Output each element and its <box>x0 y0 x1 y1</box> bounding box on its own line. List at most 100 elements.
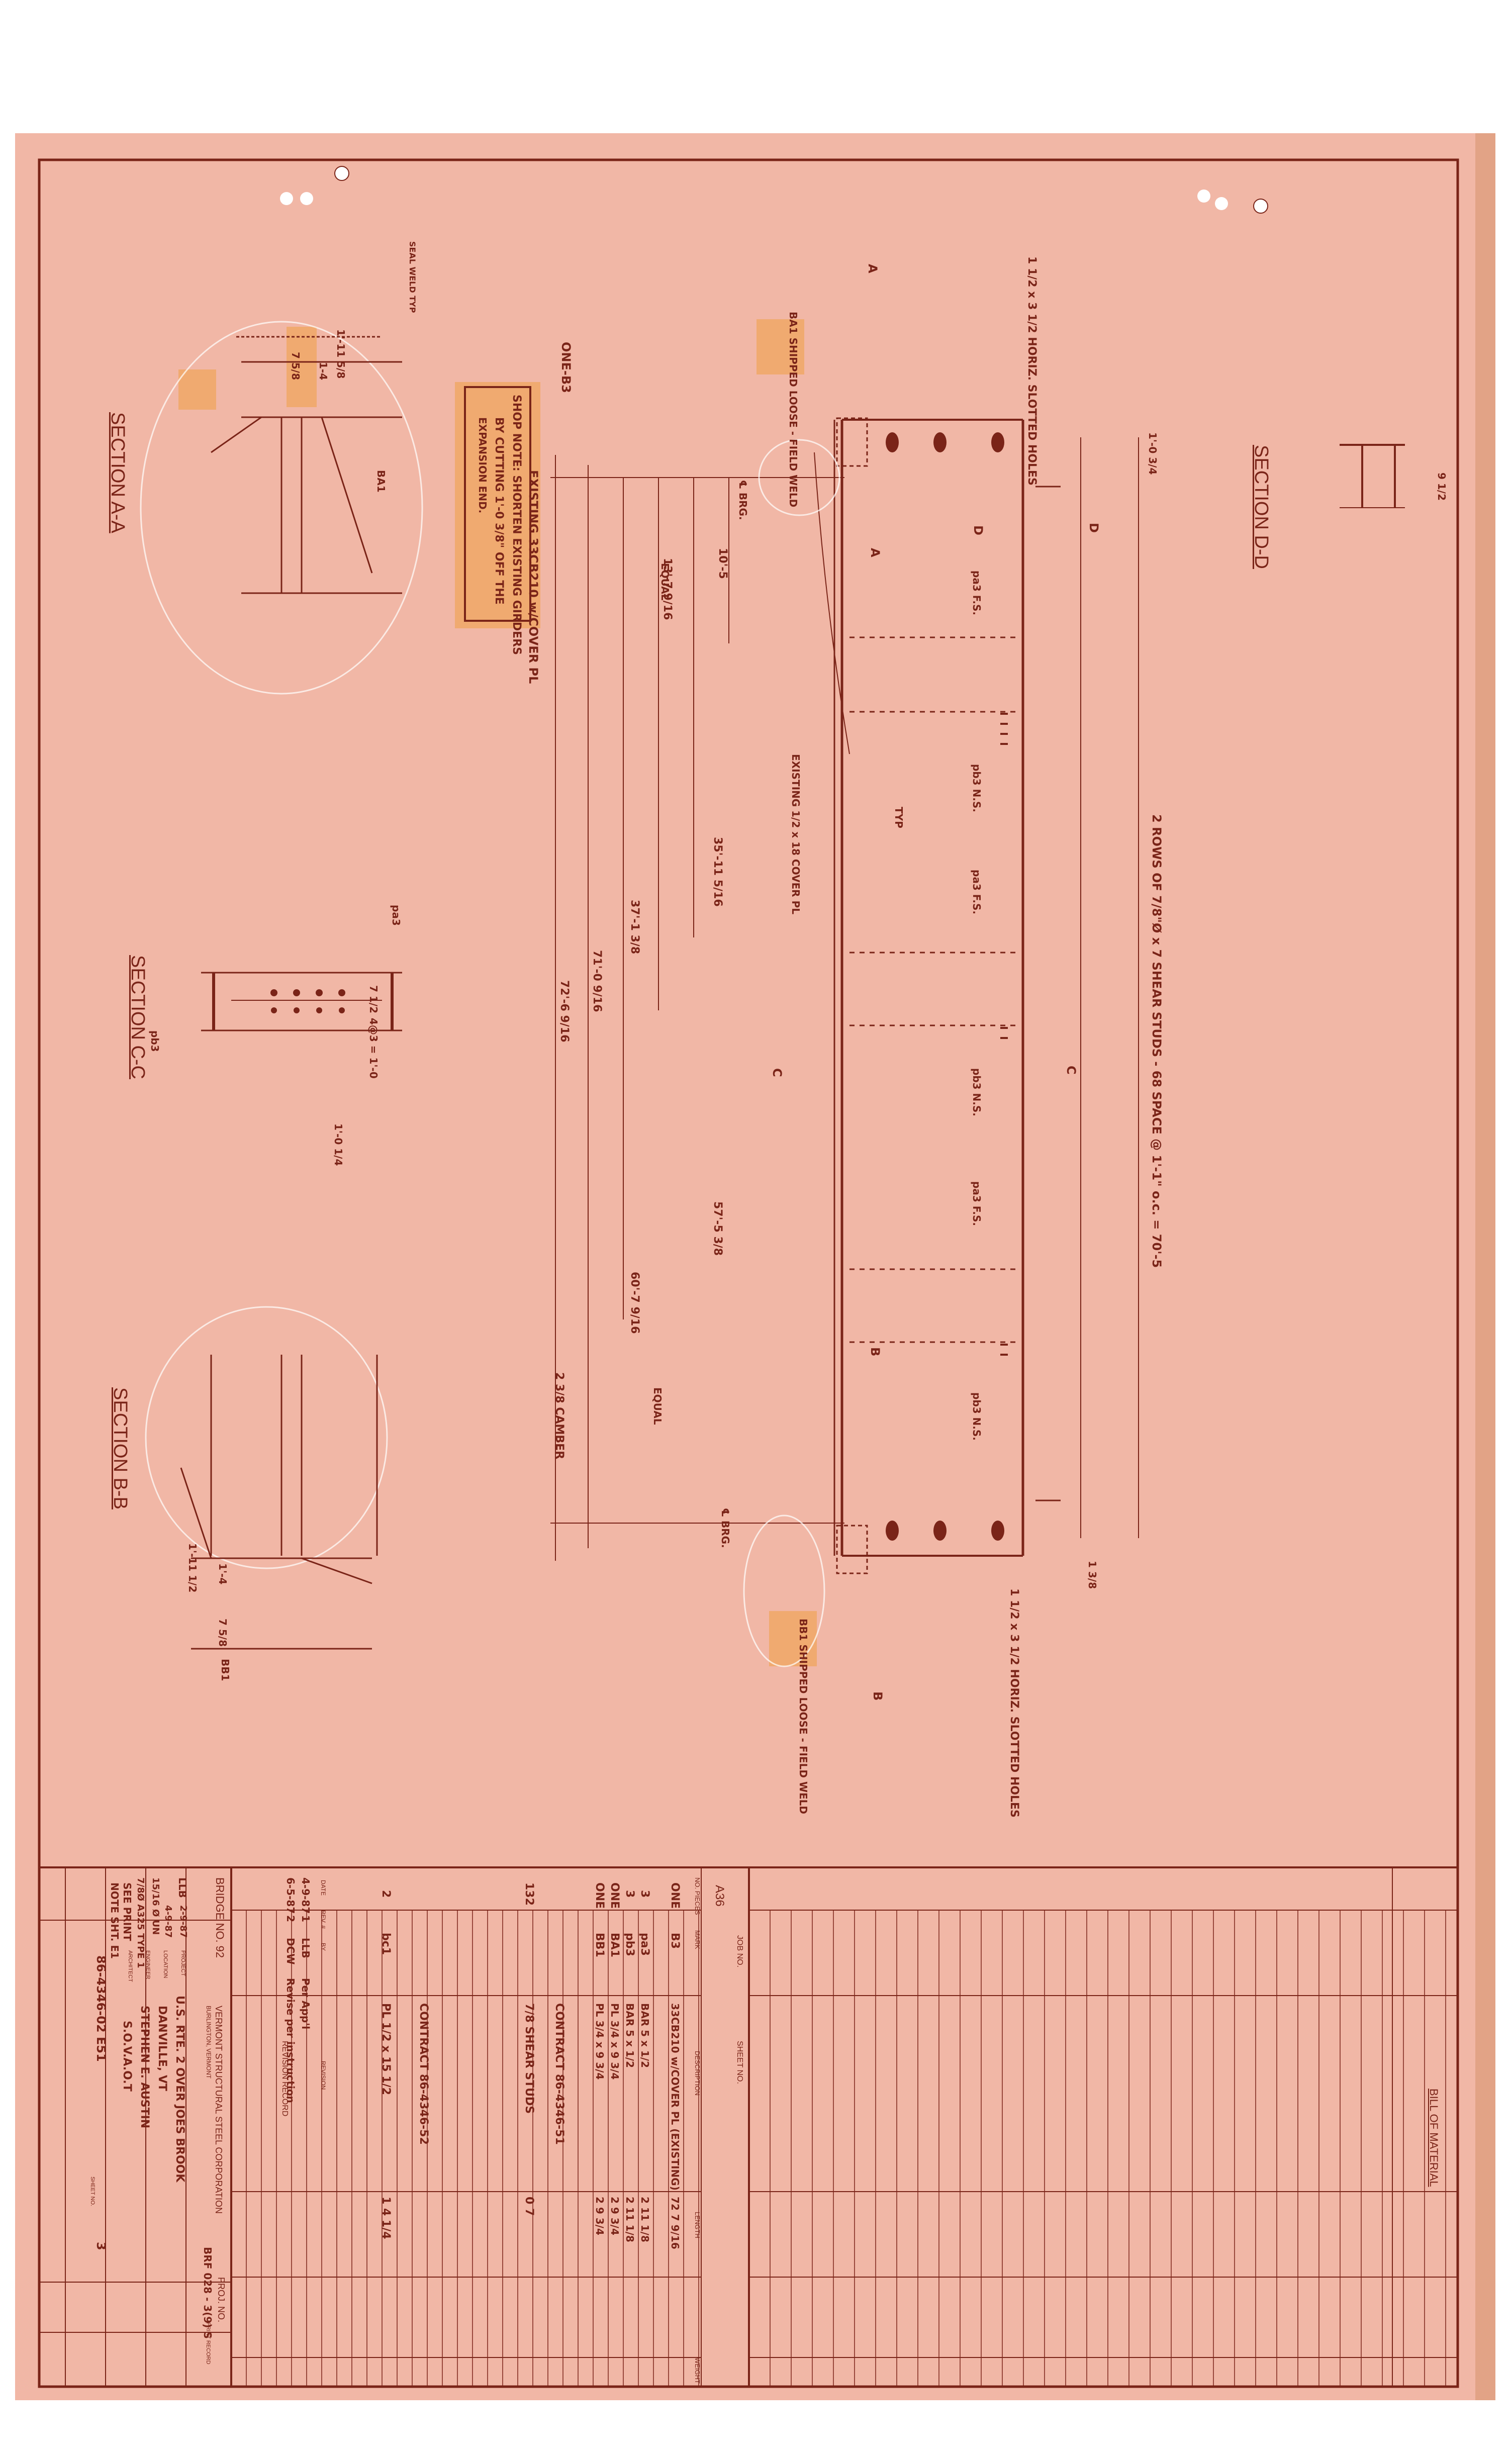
bom-row-mark: BB1 <box>593 1933 606 1957</box>
paper-shadow-right <box>1475 133 1495 2400</box>
cut-mark-a-bottom: A <box>868 548 882 557</box>
bridge-number: BRIDGE NO. 92 <box>214 1877 226 1958</box>
bom-grid <box>230 1867 1458 2387</box>
sec-c-right: 1'-0 1/4 <box>332 1123 344 1166</box>
pa3-fs-3: pa3 F.S. <box>971 1181 983 1226</box>
cut-mark-c-left: C <box>770 1068 784 1077</box>
dim-57: 57'-5 3/8 <box>711 1201 724 1256</box>
print-record-label: PRINT RECORD <box>205 2322 211 2365</box>
bom-row-pieces: ONE <box>669 1882 681 1909</box>
sec-c-pb3: pb3 <box>149 1030 161 1052</box>
bom-row-desc: PL 3/4 x 9 3/4 <box>594 2003 606 2080</box>
bom-row-desc: 33CB210 w/COVER PL (EXISTING) <box>669 2003 681 2191</box>
dim-10: 10'-5 <box>716 548 729 579</box>
revision-by: DCW <box>285 1938 297 1965</box>
revision-desc: Revise per instruction <box>285 1978 297 2103</box>
sec-c-spacing: 4@3 = 1'-0 <box>367 1018 380 1079</box>
cut-mark-b-top: B <box>868 1347 882 1357</box>
cut-mark-d-left: D <box>971 525 985 535</box>
sec-b-width: 1'-11 1/2 <box>186 1543 199 1593</box>
bom-header-weight: WEIGHT <box>694 2357 701 2384</box>
architect-value: S.O.V.A.O.T <box>121 2021 133 2092</box>
section-a-a-drawing <box>211 336 402 594</box>
bom-title: BILL OF MATERIAL <box>1428 2089 1440 2187</box>
sec-a-flange: 7 5/8 <box>290 352 302 381</box>
bom-studs-desc: 7/8 SHEAR STUDS <box>523 2003 535 2114</box>
revision-desc: Per App'l <box>300 1978 312 2030</box>
equal-right: EQUAL <box>651 1387 664 1425</box>
revision-header-revision: REVISION <box>320 2061 327 2090</box>
cut-mark-b-bottom: B <box>871 1691 885 1701</box>
proj-no-label: PROJ. NO. <box>216 2277 226 2323</box>
project-label: PROJECT <box>180 1950 186 1976</box>
punch-hole <box>300 192 313 205</box>
section-a-a-title: SECTION A-A <box>107 412 128 533</box>
bom-bc1-desc: PL 1/2 x 15 1/2 <box>380 2003 392 2095</box>
bom-bc1-qty: 2 <box>380 1890 392 1898</box>
sheet-number: 3 <box>94 2242 108 2250</box>
revision-header-by: BY <box>320 1943 327 1951</box>
section-c-c-bolts <box>270 989 345 1013</box>
revision-header-date: DATE <box>320 1880 327 1896</box>
pa3-fs-2: pa3 F.S. <box>971 870 983 915</box>
bom-contract-2: CONTRACT 86-4346-52 <box>417 2003 430 2145</box>
typ-note: TYP <box>893 807 905 828</box>
revision-date: 6-5-87 <box>285 1877 297 1914</box>
revision-date: 4-9-87 <box>300 1877 312 1914</box>
bom-sheet-no-label: SHEET NO. <box>735 2041 744 2084</box>
sec-a-inner: 1-4 <box>317 362 329 381</box>
equal-left: EQUAL <box>659 563 671 601</box>
punch-hole <box>1215 197 1228 210</box>
highlights <box>178 319 817 1666</box>
bom-row-mark: pa3 <box>638 1933 651 1956</box>
cut-mark-c-right: C <box>1064 1066 1078 1075</box>
cl-brg-right: ℄ BRG. <box>719 1508 731 1548</box>
bom-row-desc: BAR 5 x 1/2 <box>624 2003 636 2068</box>
dim-overall-length: 72'-6 9/16 <box>558 980 571 1043</box>
dim-1-3: 1 3/8 <box>1086 1561 1098 1589</box>
bom-row-desc: BAR 5 x 1/2 <box>639 2003 651 2068</box>
drawn-by: LLB <box>176 1877 188 1898</box>
bom-grade: A36 <box>713 1885 726 1907</box>
section-c-c-drawing <box>201 972 402 1031</box>
bom-header-description: DESCRIPTION <box>694 2051 701 2096</box>
company-name: VERMONT STRUCTURAL STEEL CORPORATION <box>214 2006 224 2214</box>
bom-row-length: 2 11 1/8 <box>639 2197 651 2242</box>
girder-elevation <box>550 417 1139 1574</box>
bom-row-length: 2 9 3/4 <box>609 2197 621 2235</box>
revision-clouds <box>140 321 840 1667</box>
bom-row-lines <box>246 1910 1446 2387</box>
shop-note-line2: BY CUTTING 1'-0 3/8" OFF THE <box>493 417 505 605</box>
dim-37: 37'-1 3/8 <box>628 900 641 955</box>
revision-header-rev: REV. # <box>320 1910 327 1929</box>
holes-spec: 15/16 Ø UN <box>150 1877 161 1935</box>
shop-note-box <box>464 386 531 622</box>
architect-label: ARCHITECT <box>127 1950 133 1982</box>
dim-71: 71'-0 9/16 <box>591 950 603 1012</box>
company-location: BURLINGTON, VERMONT <box>205 2006 212 2079</box>
sec-a-weld: SEAL WELD TYP <box>408 241 417 313</box>
pb3-ns-1: pb3 N.S. <box>971 764 983 812</box>
dwg-number: 86-4346-02 E51 <box>94 1955 108 2062</box>
revision-by: LLB <box>300 1938 312 1958</box>
slotted-holes <box>886 432 1004 1541</box>
paper-background <box>15 133 1495 2400</box>
cut-mark-d-right: D <box>1087 523 1101 533</box>
bom-row-pieces: ONE <box>608 1882 621 1909</box>
revision-rev: 1 <box>300 1915 312 1922</box>
sec-c-edge: 7 1/2 <box>367 985 380 1014</box>
shop-note-line3: EXPANSION END. <box>477 417 489 514</box>
bom-row-pieces: 3 <box>623 1890 636 1898</box>
bom-studs-qty: 132 <box>523 1882 535 1906</box>
note-ref: NOTE SHT. E1 <box>109 1882 121 1959</box>
bom-bc1-mark: bc1 <box>380 1933 392 1955</box>
punch-hole <box>1253 199 1268 214</box>
pb3-ns-3: pb3 N.S. <box>971 1392 983 1441</box>
shipped-loose-right: BB1 SHIPPED LOOSE - FIELD WELD <box>797 1619 809 1814</box>
punch-hole <box>1197 190 1210 203</box>
bom-row-desc: PL 3/4 x 9 3/4 <box>609 2003 621 2080</box>
sec-a-bent: BA1 <box>375 470 387 493</box>
section-b-b-drawing <box>180 1355 378 1650</box>
girder-description: EXISTING 33CB210 w/COVER PL <box>526 470 540 684</box>
